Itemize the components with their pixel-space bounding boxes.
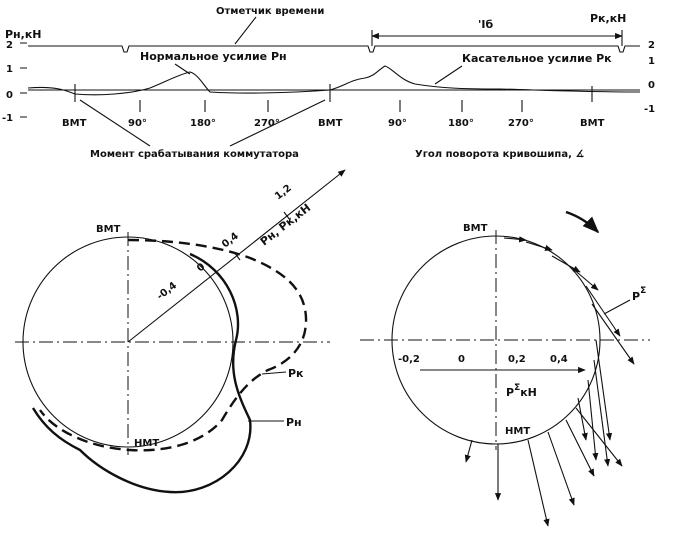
left-bottom-label: НМТ [134,438,159,449]
right-top-label: ВМТ [463,223,488,234]
scale-tick-minus02: -0,2 [398,354,420,365]
rotation-arrow [565,210,600,234]
x-tick-vmt-2: ВМТ [318,118,343,129]
force-vector-4 [571,267,599,291]
curve-pn [31,252,252,494]
left-top-label: ВМТ [96,224,121,235]
force-vector-10 [577,397,588,441]
oscillogram: Рн,кН 2 1 0 -1 Рк,кН 2 1 0 -1 Отметчик в… [2,6,655,160]
commutator-leader-2 [229,99,326,147]
force-vector-16 [464,439,473,463]
x-tick-vmt-3: ВМТ [580,118,605,129]
force-label-main: Р [632,290,640,303]
left-axis-label: Рн,кН [5,28,42,41]
force-vector-7 [595,339,613,441]
left-tick-minus1: -1 [2,113,13,124]
curve-pk [39,238,308,452]
scale-label: РΣкН [506,383,537,399]
tangential-force-leader [434,65,463,85]
timer-trace [28,45,640,53]
right-tick-minus1: -1 [644,104,655,115]
scale-label-sup: Σ [514,383,520,393]
force-vector-1 [503,236,527,243]
right-tick-2: 2 [648,40,655,51]
force-vector-3 [551,255,581,273]
x-tick-vmt-1: ВМТ [62,118,87,129]
right-bottom-label: НМТ [505,426,530,437]
normal-force-label: Нормальное усилие Рн [140,50,287,63]
tangential-force-trace [329,65,641,93]
force-label-leader [603,299,631,315]
force-vector-2 [525,241,553,251]
force-vector-11 [575,407,623,467]
normal-force-leader [174,63,191,75]
x-tick-180-1: 180° [190,118,216,129]
x-tick-90-2: 90° [388,118,407,129]
right-tick-1: 1 [648,56,655,67]
scale-tick-0: 0 [458,354,465,365]
period-label: 'Iб [478,18,493,31]
x-tick-90-1: 90° [128,118,147,129]
right-tick-0: 0 [648,80,655,91]
commutator-leader-1 [79,99,151,147]
ray-tick-label-04: 0,4 [220,231,241,251]
force-vector-6 [591,303,635,365]
scale-tick-02: 0,2 [508,354,526,365]
left-tick-2: 2 [6,40,13,51]
scale-label-unit: кН [520,386,537,399]
tangential-force-label: Касательное усилие Рк [462,52,612,65]
crank-angle-label: Угол поворота кривошипа, ∡ [415,149,584,160]
right-polar-diagram: ВМТ НМТ -0,2 0 0,2 0,4 РΣкН РΣ [360,210,650,527]
ray-axis-label: Рн, Рк,кН [258,201,313,248]
right-axis-label: Рк,кН [590,12,626,25]
ray-tick-label-minus04: -0,4 [155,280,179,302]
left-tick-0: 0 [6,90,13,101]
x-tick-180-2: 180° [448,118,474,129]
force-label: РΣ [632,286,646,303]
ray-tick-label-12: 1,2 [273,183,294,203]
curve-pk-leader [261,371,287,375]
force-vector-14 [527,439,550,527]
force-vector-13 [547,431,575,506]
normal-force-trace [27,71,331,96]
force-vector-12 [565,419,595,477]
curve-pn-label: Рн [286,416,302,429]
scale-label-main: Р [506,386,514,399]
x-tick-270-2: 270° [508,118,534,129]
ray-tick-12 [283,211,291,221]
force-vector-5 [585,285,621,337]
commutator-label: Момент срабатывания коммутатора [90,148,299,160]
force-vector-9 [587,379,599,461]
timer-leader-line [234,16,257,45]
timer-label: Отметчик времени [216,6,324,17]
scale-tick-04: 0,4 [550,354,568,365]
force-vector-8 [593,359,611,467]
left-reference-circle [22,236,234,448]
curve-pk-label: Рк [288,367,304,380]
x-tick-270-1: 270° [254,118,280,129]
left-tick-1: 1 [6,64,13,75]
force-label-sup: Σ [640,286,646,296]
right-reference-circle [391,235,601,445]
left-polar-diagram: -0,4 0 0,4 1,2 Рн, Рк,кН ВМТ НМТ Рк Рн [15,169,346,494]
